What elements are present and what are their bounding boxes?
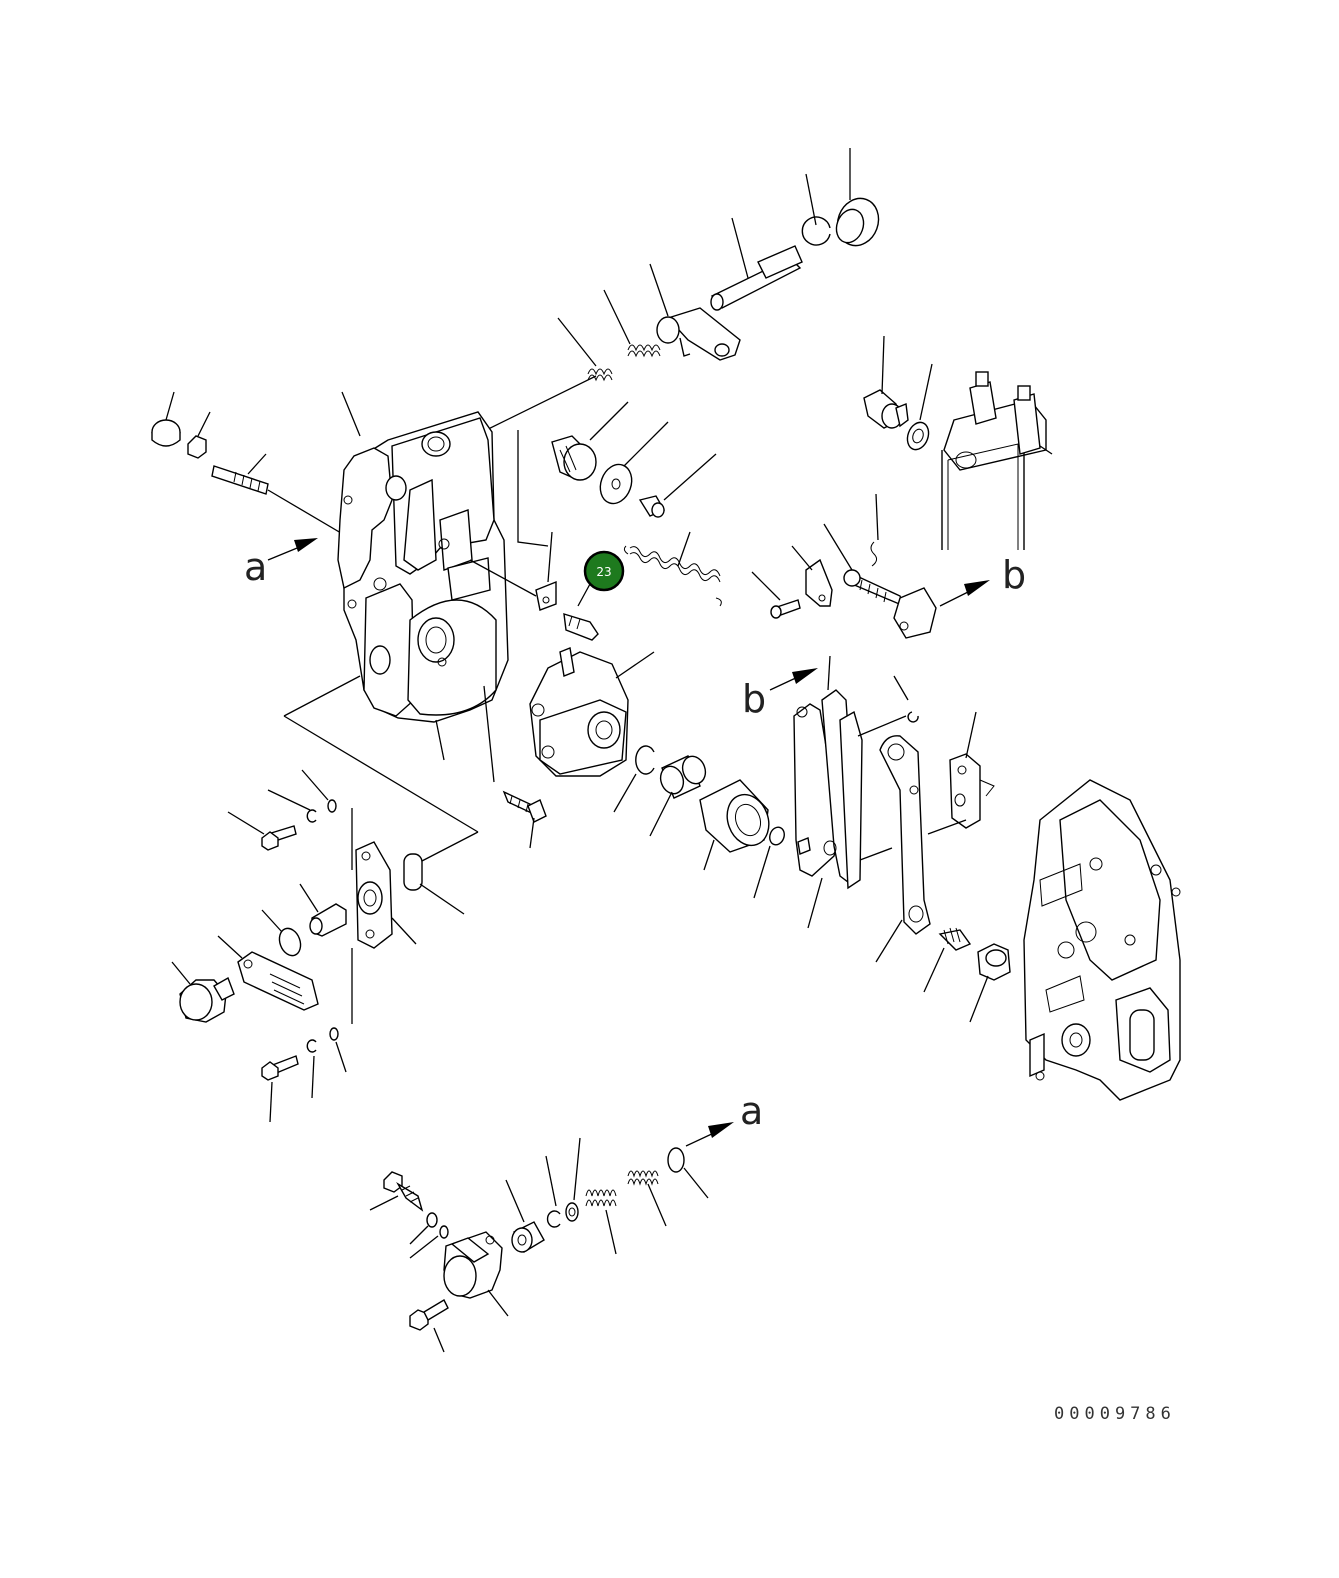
reference-arrow-a-left: a <box>244 538 318 589</box>
governor-lever <box>793 655 907 929</box>
flyweight-assembly <box>529 647 655 777</box>
ring-bushing <box>835 148 880 247</box>
c-clip-bottom <box>545 1155 561 1228</box>
reference-arrow-a-bottom: a <box>685 1089 763 1147</box>
leader-line <box>469 375 597 439</box>
washer-bottom-2 <box>409 1225 449 1259</box>
shaft <box>710 217 803 311</box>
plate-with-hole <box>351 808 417 1024</box>
tension-spring <box>623 531 722 607</box>
washer-bottom-1 <box>409 1212 438 1245</box>
plug-screw <box>923 927 972 993</box>
link-plate <box>859 735 931 963</box>
spring-washer-1 <box>267 789 317 823</box>
washer-medium <box>261 909 302 957</box>
bushing-bottom <box>505 1179 545 1253</box>
adjusting-plate <box>217 935 319 1011</box>
adjust-screw <box>563 583 599 641</box>
spring-clip <box>893 675 919 723</box>
o-ring-bottom <box>667 1147 709 1199</box>
spring-bottom-1 <box>585 1189 617 1255</box>
reference-arrow-b-lower: b <box>742 668 818 721</box>
cap-nut-right <box>969 943 1011 1023</box>
c-ring <box>613 745 655 813</box>
callout-23-label: 23 <box>596 565 611 579</box>
stud-bolt <box>211 453 381 557</box>
lever-block <box>927 711 995 835</box>
plug-large <box>171 961 235 1023</box>
lever-arm <box>649 263 741 361</box>
bracket-plate <box>469 430 557 611</box>
reference-arrow-b-right: b <box>939 553 1026 607</box>
bolt-2 <box>261 1055 299 1123</box>
washer-large <box>599 421 669 505</box>
link-rod-assembly <box>823 493 937 639</box>
stopper-pin <box>299 883 347 937</box>
nut <box>187 411 211 459</box>
cap-nut <box>151 391 181 447</box>
bracket-small <box>791 545 833 607</box>
spring-small-top-2 <box>557 317 613 382</box>
hex-bolt-bottom-2 <box>409 1299 449 1353</box>
gasket-washer <box>906 363 933 451</box>
plug <box>551 401 629 481</box>
washer-small-2 <box>329 1027 347 1073</box>
drawing-number: 00009786 <box>1054 1404 1176 1424</box>
thrust-washer <box>753 826 785 899</box>
fitting-connector <box>863 335 909 429</box>
reference-label-a-bottom: a <box>740 1089 763 1133</box>
crossing-leaders <box>283 675 495 863</box>
spring-washer-2 <box>306 1039 317 1099</box>
snap-ring <box>801 173 831 246</box>
solenoid-housing <box>443 1231 509 1317</box>
hex-bolt-bottom-1 <box>369 1171 424 1212</box>
reference-label-b-lower: b <box>742 677 766 721</box>
governor-cover-housing <box>1023 779 1181 1101</box>
callout-23-marker[interactable]: 23 <box>583 550 625 592</box>
reference-label-b-right: b <box>1002 553 1026 597</box>
bolt-hex-small <box>751 571 801 619</box>
reference-label-a-left: a <box>244 545 267 589</box>
spring-small-top <box>603 289 661 358</box>
gasket-oval <box>403 853 465 915</box>
spring-bottom-2 <box>627 1170 667 1227</box>
pump-top-view <box>941 371 1053 550</box>
bolt-1 <box>227 811 297 851</box>
bolt-short <box>502 790 547 849</box>
sleeve-bearing <box>649 755 707 837</box>
screw-small <box>638 453 717 518</box>
washer-small-1 <box>301 769 337 813</box>
washer-bottom-3 <box>565 1137 581 1222</box>
sliding-sleeve <box>699 779 770 871</box>
governor-housing <box>337 391 509 761</box>
